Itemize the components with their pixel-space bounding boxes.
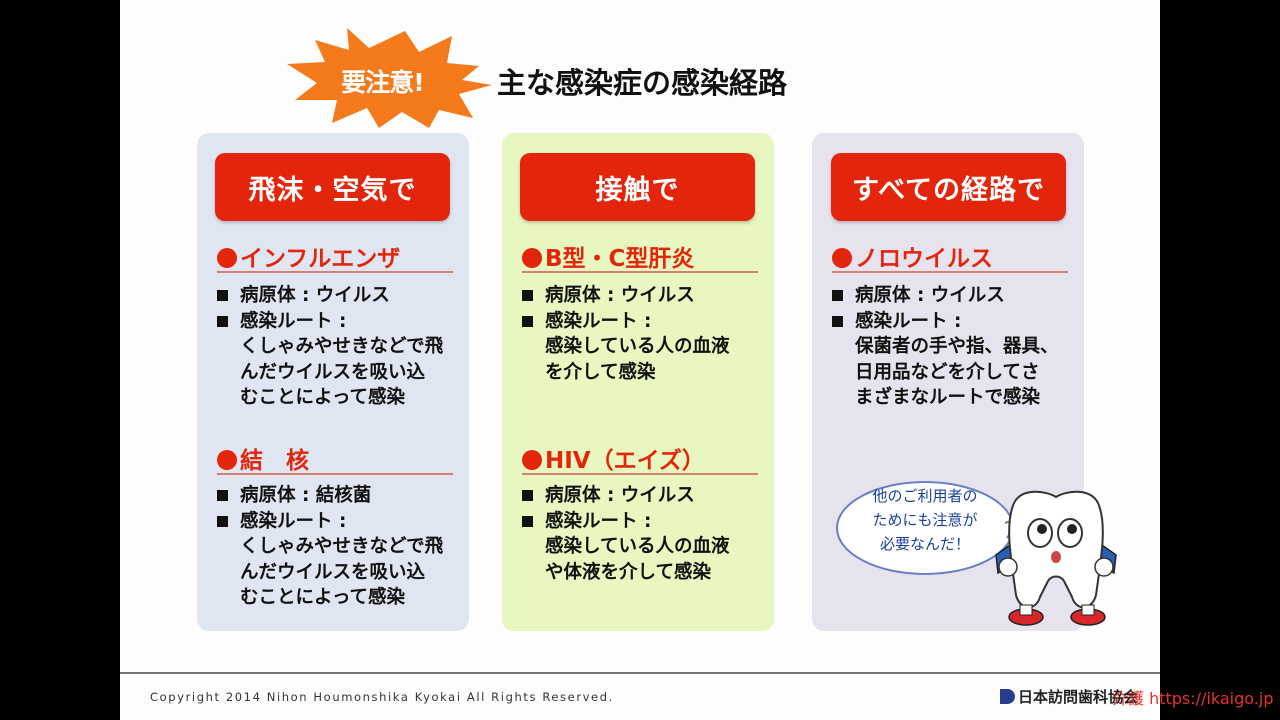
column-heading-contact: 接触で (520, 153, 755, 221)
square-bullet-icon (522, 315, 533, 327)
bullet-dot-icon (522, 450, 542, 470)
list-item: 病原体 : ウイルス (216, 283, 443, 309)
section-divider (217, 473, 453, 475)
section-title-tuberculosis: 結 核 (217, 441, 309, 475)
copyright-text: Copyright 2014 Nihon Houmonshika Kyokai … (150, 690, 614, 704)
watermark-link[interactable]: 介護 https://ikaigo.jp (1112, 689, 1274, 708)
list-item: 日用品などを介してさ (855, 361, 1040, 383)
section-body-hepatitis: 病原体 : ウイルス 感染ルート : 感染している人の血液 を介して感染 (521, 283, 729, 385)
logo-mark-icon (1000, 689, 1015, 704)
section-title-influenza: インフルエンザ (217, 239, 400, 273)
bullet-dot-icon (217, 248, 237, 268)
page-title: 主な感染症の感染経路 (497, 66, 788, 100)
footer-divider (120, 672, 1160, 674)
bullet-dot-icon (832, 248, 852, 268)
square-bullet-icon (217, 315, 228, 327)
bullet-dot-icon (217, 450, 237, 470)
list-item: 感染している人の血液 (545, 536, 730, 557)
list-item: 感染ルート : (216, 509, 443, 535)
column-heading-airborne: 飛沫・空気で (215, 153, 450, 221)
list-item: 感染している人の血液 (545, 336, 730, 357)
section-body-tuberculosis: 病原体 : 結核菌 感染ルート : くしゃみやせきなどで飛 んだウイルスを吸い込… (216, 483, 443, 611)
list-item: くしゃみやせきなどで飛 (240, 536, 444, 557)
square-bullet-icon (217, 490, 228, 501)
section-divider (217, 271, 453, 273)
list-item: 病原体 : ウイルス (521, 283, 729, 309)
list-item: むことによって感染 (240, 587, 406, 608)
list-item: んだウイルスを吸い込 (240, 561, 426, 583)
square-bullet-icon (522, 515, 533, 527)
list-item: 感染ルート : (521, 509, 729, 535)
square-bullet-icon (832, 290, 843, 301)
bullet-dot-icon (522, 248, 542, 268)
list-item: まざまなルートで感染 (855, 387, 1041, 408)
tooth-mascot-icon (995, 490, 1117, 626)
section-title-norovirus: ノロウイルス (832, 239, 993, 273)
section-body-hiv: 病原体 : ウイルス 感染ルート : 感染している人の血液 や体液を介して感染 (521, 483, 729, 585)
section-title-hepatitis: B型・C型肝炎 (522, 239, 694, 273)
caution-badge: 要注意! (341, 68, 424, 97)
list-item: 病原体 : 結核菌 (216, 483, 443, 509)
list-item: んだウイルスを吸い込 (240, 361, 426, 383)
list-item: や体液を介して感染 (545, 561, 711, 583)
section-divider (522, 473, 758, 475)
section-body-influenza: 病原体 : ウイルス 感染ルート : くしゃみやせきなどで飛 んだウイルスを吸い… (216, 283, 443, 411)
list-item: 保菌者の手や指、器具、 (855, 336, 1059, 357)
list-item: 感染ルート : (216, 309, 443, 335)
speech-bubble-text: 他のご利用者の ためにも注意が 必要なんだ！ (872, 487, 978, 553)
square-bullet-icon (522, 490, 533, 501)
list-item: 感染ルート : (521, 309, 729, 335)
list-item: くしゃみやせきなどで飛 (240, 336, 444, 357)
org-logo: 日本訪問歯科協会 (1000, 686, 1138, 707)
section-divider (522, 271, 758, 273)
list-item: 病原体 : ウイルス (831, 283, 1059, 309)
section-title-hiv: HIV（エイズ） (522, 441, 705, 475)
list-item: を介して感染 (545, 361, 656, 383)
section-divider (832, 271, 1068, 273)
square-bullet-icon (217, 515, 228, 527)
burst-shape (287, 28, 492, 128)
square-bullet-icon (832, 315, 843, 327)
square-bullet-icon (522, 290, 533, 301)
list-item: 病原体 : ウイルス (521, 483, 729, 509)
list-item: 感染ルート : (831, 309, 1059, 335)
column-heading-all-routes: すべての経路で (831, 153, 1066, 221)
list-item: むことによって感染 (240, 387, 406, 408)
square-bullet-icon (217, 290, 228, 301)
section-body-norovirus: 病原体 : ウイルス 感染ルート : 保菌者の手や指、器具、 日用品などを介して… (831, 283, 1059, 411)
